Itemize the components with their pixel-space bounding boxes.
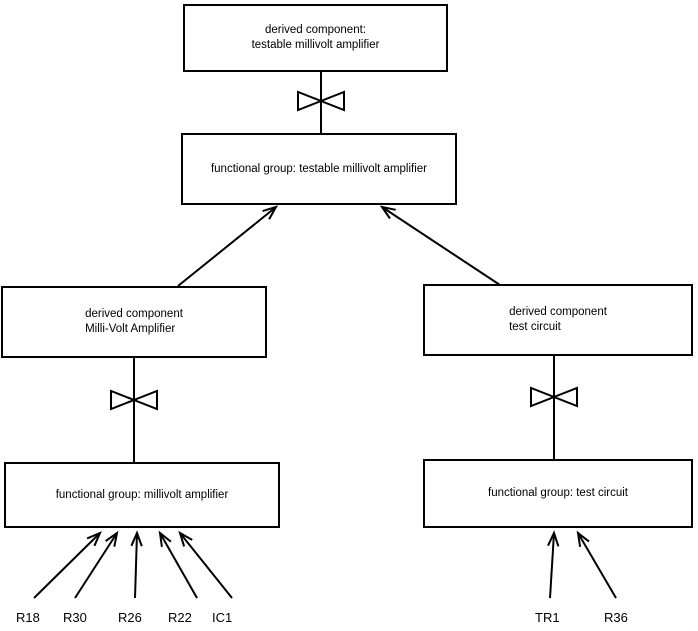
leaf-label-r22: R22 [168,610,192,625]
node-label: derived component Milli-Volt Amplifier [85,308,183,335]
leaf-label-r30: R30 [63,610,87,625]
arrow-test-circuit-to-testable-group[interactable] [379,205,501,286]
derived-component-testable-millivolt-amplifier[interactable]: derived component: testable millivolt am… [183,4,448,72]
arrow-r36-to-test-circuit-group[interactable] [576,530,617,599]
arrow-r18-to-millivolt-group[interactable] [33,531,102,599]
node-label: derived component: testable millivolt am… [251,24,380,51]
node-label: functional group: millivolt amplifier [55,488,229,501]
bowtie-connector-left [110,358,158,462]
functional-group-millivolt-amplifier[interactable]: functional group: millivolt amplifier [4,462,280,528]
arrow-r30-to-millivolt-group[interactable] [74,530,119,599]
arrow-ic1-to-millivolt-group[interactable] [178,530,233,599]
node-label: functional group: testable millivolt amp… [210,162,428,175]
derived-component-test-circuit[interactable]: derived component test circuit [423,284,693,356]
arrow-r22-to-millivolt-group[interactable] [158,530,198,599]
arrow-milli-volt-amplifier-to-testable-group[interactable] [177,205,279,287]
leaf-label-ic1: IC1 [212,610,233,625]
leaf-label-r36: R36 [604,610,628,625]
node-label: derived component test circuit [509,306,607,333]
bowtie-connector-top [297,72,345,133]
functional-group-testable-millivolt-amplifier[interactable]: functional group: testable millivolt amp… [181,133,457,205]
leaf-label-tr1: TR1 [535,610,560,625]
node-label: functional group: test circuit [488,487,628,499]
arrow-r26-to-millivolt-group[interactable] [130,530,143,599]
leaf-label-r18: R18 [16,610,40,625]
arrow-tr1-to-test-circuit-group[interactable] [547,530,560,599]
leaf-label-r26: R26 [118,610,142,625]
derived-component-milli-volt-amplifier[interactable]: derived component Milli-Volt Amplifier [1,286,267,358]
bowtie-connector-right [530,356,578,459]
functional-group-test-circuit[interactable]: functional group: test circuit [423,459,693,528]
